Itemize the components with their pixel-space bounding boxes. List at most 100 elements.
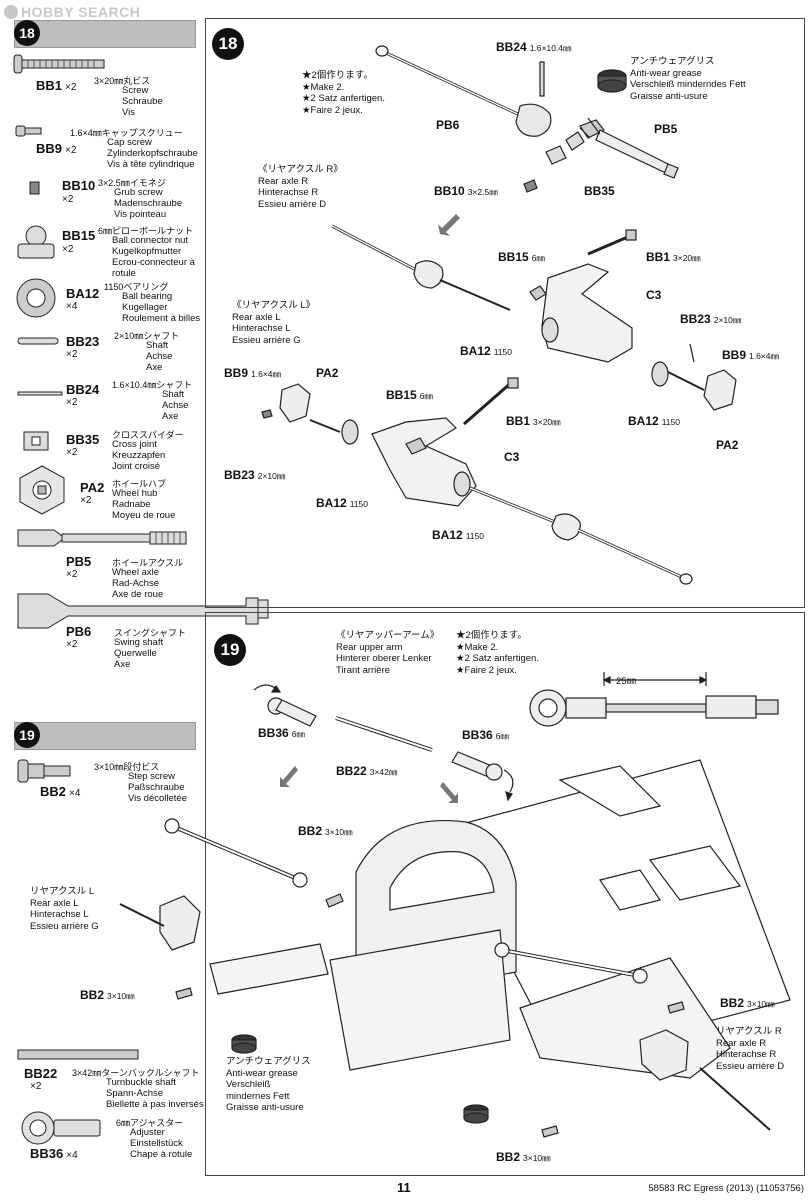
part-pb6-name: PB6 xyxy=(66,624,92,639)
step18-label-c3-l: C3 xyxy=(504,450,520,464)
part-pa2-jp: ホイールハブ xyxy=(112,479,167,489)
bb15-ball-nut-icon xyxy=(17,225,55,259)
part-pb5-jp: ホイールアクスル xyxy=(112,558,184,568)
step18-label-bb35: BB35 xyxy=(584,184,615,198)
step19-dimension-label: 25㎜ xyxy=(616,676,637,687)
bb23-shaft-icon xyxy=(17,337,59,345)
part-pa2-qty: ×2 xyxy=(80,495,92,506)
part-bb23-jp: 2×10㎜シャフト xyxy=(114,331,180,341)
product-code: 58583 RC Egress (2013) (11053756) xyxy=(648,1183,804,1194)
pb6-swing-shaft-icon xyxy=(17,593,269,629)
part-pa2-name: PA2 xyxy=(80,480,105,495)
bb10-grub-screw-icon xyxy=(29,181,40,195)
part-bb2-name: BB2×4 xyxy=(40,784,81,799)
part-ba12-name: BA12 xyxy=(66,286,100,301)
step18-label-pb5: PB5 xyxy=(654,122,678,136)
step18-rear-axle-l-assembly xyxy=(261,377,693,585)
part-bb35-name: BB35 xyxy=(66,432,100,447)
part-bb23-qty: ×2 xyxy=(66,349,78,360)
part-bb35-qty: ×2 xyxy=(66,447,78,458)
part-pb6-qty: ×2 xyxy=(66,639,78,650)
step19-arrow-left-icon xyxy=(280,766,298,787)
step18-make2-note: ★2個作ります。★Make 2.★2 Satz anfertigen.★Fair… xyxy=(302,70,385,116)
bb24-shaft-icon xyxy=(17,391,63,396)
bb22-turnbuckle-icon xyxy=(17,1049,139,1060)
bb36-adjuster-icon xyxy=(21,1111,101,1145)
part-bb1-name: BB1×2 xyxy=(36,78,77,93)
step19-grease-jar-icon xyxy=(231,1034,257,1054)
ba12-bearing-icon xyxy=(16,278,56,318)
part-bb22-name: BB22 xyxy=(24,1066,58,1081)
step18-label-pa2-r: PA2 xyxy=(716,438,739,452)
page-number: 11 xyxy=(397,1180,411,1195)
step19-chassis-drawing xyxy=(119,759,791,1138)
bb9-cap-screw-icon xyxy=(15,125,42,137)
part-pb5-qty: ×2 xyxy=(66,569,78,580)
step18-label-pb6: PB6 xyxy=(436,118,460,132)
step19-turnbuckle-exploded xyxy=(253,684,514,802)
step18-rear-axle-r-assembly xyxy=(331,224,737,411)
step19-panel xyxy=(205,612,805,1176)
pa2-wheel-hub-icon xyxy=(19,465,65,515)
step18-panel xyxy=(205,18,805,608)
part-bb23-name: BB23 xyxy=(66,334,100,349)
bb1-screw-icon xyxy=(13,54,105,74)
step18-label-pa2-l: PA2 xyxy=(316,366,339,380)
part-bb24-jp: 1.6×10.4㎜シャフト xyxy=(112,380,193,390)
step18-bb24-pin xyxy=(539,61,545,97)
part-bb36-name: BB36×4 xyxy=(30,1146,78,1161)
part-bb15-jp: 6㎜ピローボールナット xyxy=(98,226,194,236)
step19-grease-jar-2-icon xyxy=(463,1104,489,1124)
part-bb15-name: BB15 xyxy=(62,228,96,243)
step18-down-arrow-icon xyxy=(438,214,460,236)
step18-grease-jar-icon xyxy=(597,69,627,93)
part-bb15-qty: ×2 xyxy=(62,244,74,255)
bb35-cross-joint-icon xyxy=(23,431,49,451)
step19-parts-header xyxy=(14,722,196,750)
step19-dimension-drawing xyxy=(529,672,779,727)
step19-parts-number: 19 xyxy=(14,722,40,748)
part-bb2-jp: 3×10㎜段付ビス xyxy=(94,762,160,772)
step19-number: 19 xyxy=(214,634,246,666)
part-bb10-name: BB10 xyxy=(62,178,96,193)
step18-parts-number: 18 xyxy=(14,20,40,46)
part-bb35-jp: クロススパイダー xyxy=(112,430,184,440)
part-bb36-jp: 6㎜アジャスター xyxy=(116,1118,184,1128)
part-bb24-name: BB24 xyxy=(66,382,100,397)
step18-bb10-screw xyxy=(523,179,538,193)
